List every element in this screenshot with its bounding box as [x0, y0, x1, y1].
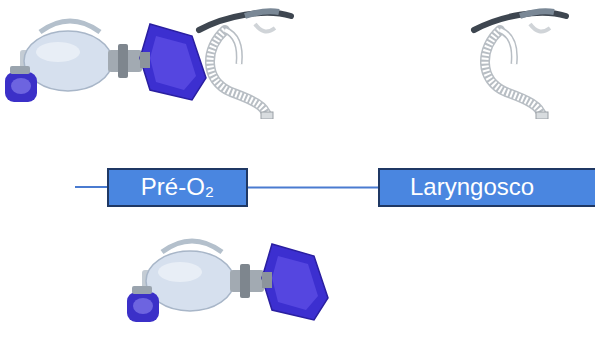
nasal-cannula [474, 11, 566, 119]
bag-valve-mask [127, 241, 328, 322]
step-label: Laryngosco [410, 174, 534, 200]
step-label: Pré-O₂ [141, 174, 214, 200]
timeline-stub [75, 186, 108, 188]
process-box: Laryngosco [378, 168, 595, 207]
connector-line [248, 187, 378, 189]
bag-valve-mask [5, 21, 206, 102]
process-box: Pré-O₂ [107, 168, 248, 207]
nasal-cannula [199, 11, 291, 119]
